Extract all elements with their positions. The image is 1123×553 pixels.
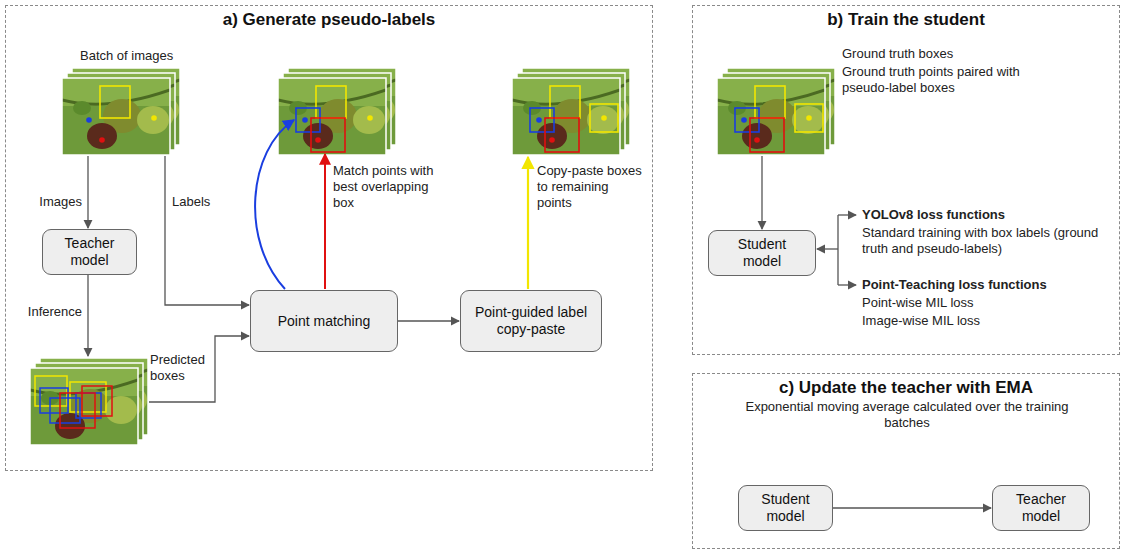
point-label <box>601 115 607 121</box>
point-label <box>315 137 321 143</box>
flow-arrow <box>87 265 88 356</box>
image-stack <box>512 68 630 155</box>
panel-frame: c) Update the teacher with EMAExponentia… <box>692 373 1120 549</box>
annotation-label: Inference <box>18 304 82 320</box>
bracket-arrow <box>838 284 856 285</box>
annotation-label: Point-wise MIL loss <box>862 295 1107 311</box>
annotations <box>35 376 112 428</box>
annotation-label: Images <box>18 194 82 210</box>
annotations <box>530 86 618 152</box>
box-label: Teacher model <box>51 235 128 269</box>
point-label <box>367 115 373 121</box>
box-label <box>795 104 823 132</box>
flow-connector <box>833 507 991 508</box>
loss-heading: Point-Teaching loss functions <box>862 277 1107 293</box>
box-label <box>590 104 618 132</box>
point-label <box>741 117 747 123</box>
bracket-line <box>837 215 838 285</box>
box-label <box>100 86 130 118</box>
image-stack <box>717 68 835 155</box>
annotations <box>86 86 157 143</box>
annotation-label: Labels <box>172 194 236 210</box>
bracket-arrow <box>838 214 856 215</box>
panel-subtitle: Exponential moving average calculated ov… <box>722 399 1092 432</box>
match-arrow <box>324 154 326 289</box>
panel-frame: a) Generate pseudo-labelsTeacher modelPo… <box>5 5 653 471</box>
annotation-label: Copy-paste boxes to remaining points <box>537 163 645 211</box>
annotations <box>296 86 373 152</box>
process-box: Point matching <box>250 290 398 352</box>
box-label: Student model <box>717 236 807 270</box>
box-label <box>735 108 759 132</box>
annotations <box>735 86 823 152</box>
point-label <box>536 117 542 123</box>
annotation-label: Ground truth points paired with pseudo-l… <box>842 64 1020 96</box>
box-label <box>750 118 784 152</box>
annotation-label: Predicted boxes <box>150 352 212 384</box>
panel-title: b) Train the student <box>693 10 1119 30</box>
box-label: Teacher model <box>1001 491 1081 525</box>
match-arrow <box>255 120 294 289</box>
box-label <box>40 388 68 413</box>
box-label <box>311 118 345 152</box>
panel-title: a) Generate pseudo-labels <box>6 10 652 30</box>
annotation-label: Ground truth boxes <box>842 46 1062 62</box>
box-label <box>530 108 554 132</box>
box-label: Student model <box>747 491 824 525</box>
bracket-arrow <box>817 248 838 249</box>
panel-title: c) Update the teacher with EMA <box>693 378 1119 398</box>
annotation-label: Standard training with box labels (groun… <box>862 225 1107 257</box>
point-label <box>151 115 157 121</box>
flow-arrow <box>149 336 249 402</box>
annotation-label: Batch of images <box>80 48 200 64</box>
box-label <box>545 118 579 152</box>
image-stack <box>278 68 396 155</box>
annotation-label: Image-wise MIL loss <box>862 313 1107 329</box>
box-label <box>60 393 95 428</box>
box-label <box>76 393 101 418</box>
point-label <box>549 137 555 143</box>
flow-arrow <box>165 156 249 305</box>
annotation-label: Match points with best overlapping box <box>333 163 445 211</box>
point-label <box>86 117 92 123</box>
point-label <box>302 117 308 123</box>
box-label <box>82 386 112 416</box>
process-box: Student model <box>708 230 816 276</box>
process-box: Student model <box>738 485 833 531</box>
box-label: Point matching <box>278 313 371 330</box>
point-label <box>99 137 105 143</box>
copy-paste-arrow <box>527 157 529 289</box>
box-label <box>296 108 320 132</box>
image-stack <box>30 358 148 445</box>
process-box: Teacher model <box>992 485 1090 531</box>
process-box: Point-guided label copy-paste <box>460 290 602 352</box>
box-label: Point-guided label copy-paste <box>469 304 593 338</box>
loss-heading: YOLOv8 loss functions <box>862 207 1107 223</box>
point-label <box>754 137 760 143</box>
point-label <box>806 115 812 121</box>
image-stack <box>62 68 180 155</box>
flow-arrow <box>87 156 88 228</box>
process-box: Teacher model <box>42 229 137 275</box>
flow-connector <box>398 320 459 321</box>
flow-arrow <box>761 156 762 229</box>
